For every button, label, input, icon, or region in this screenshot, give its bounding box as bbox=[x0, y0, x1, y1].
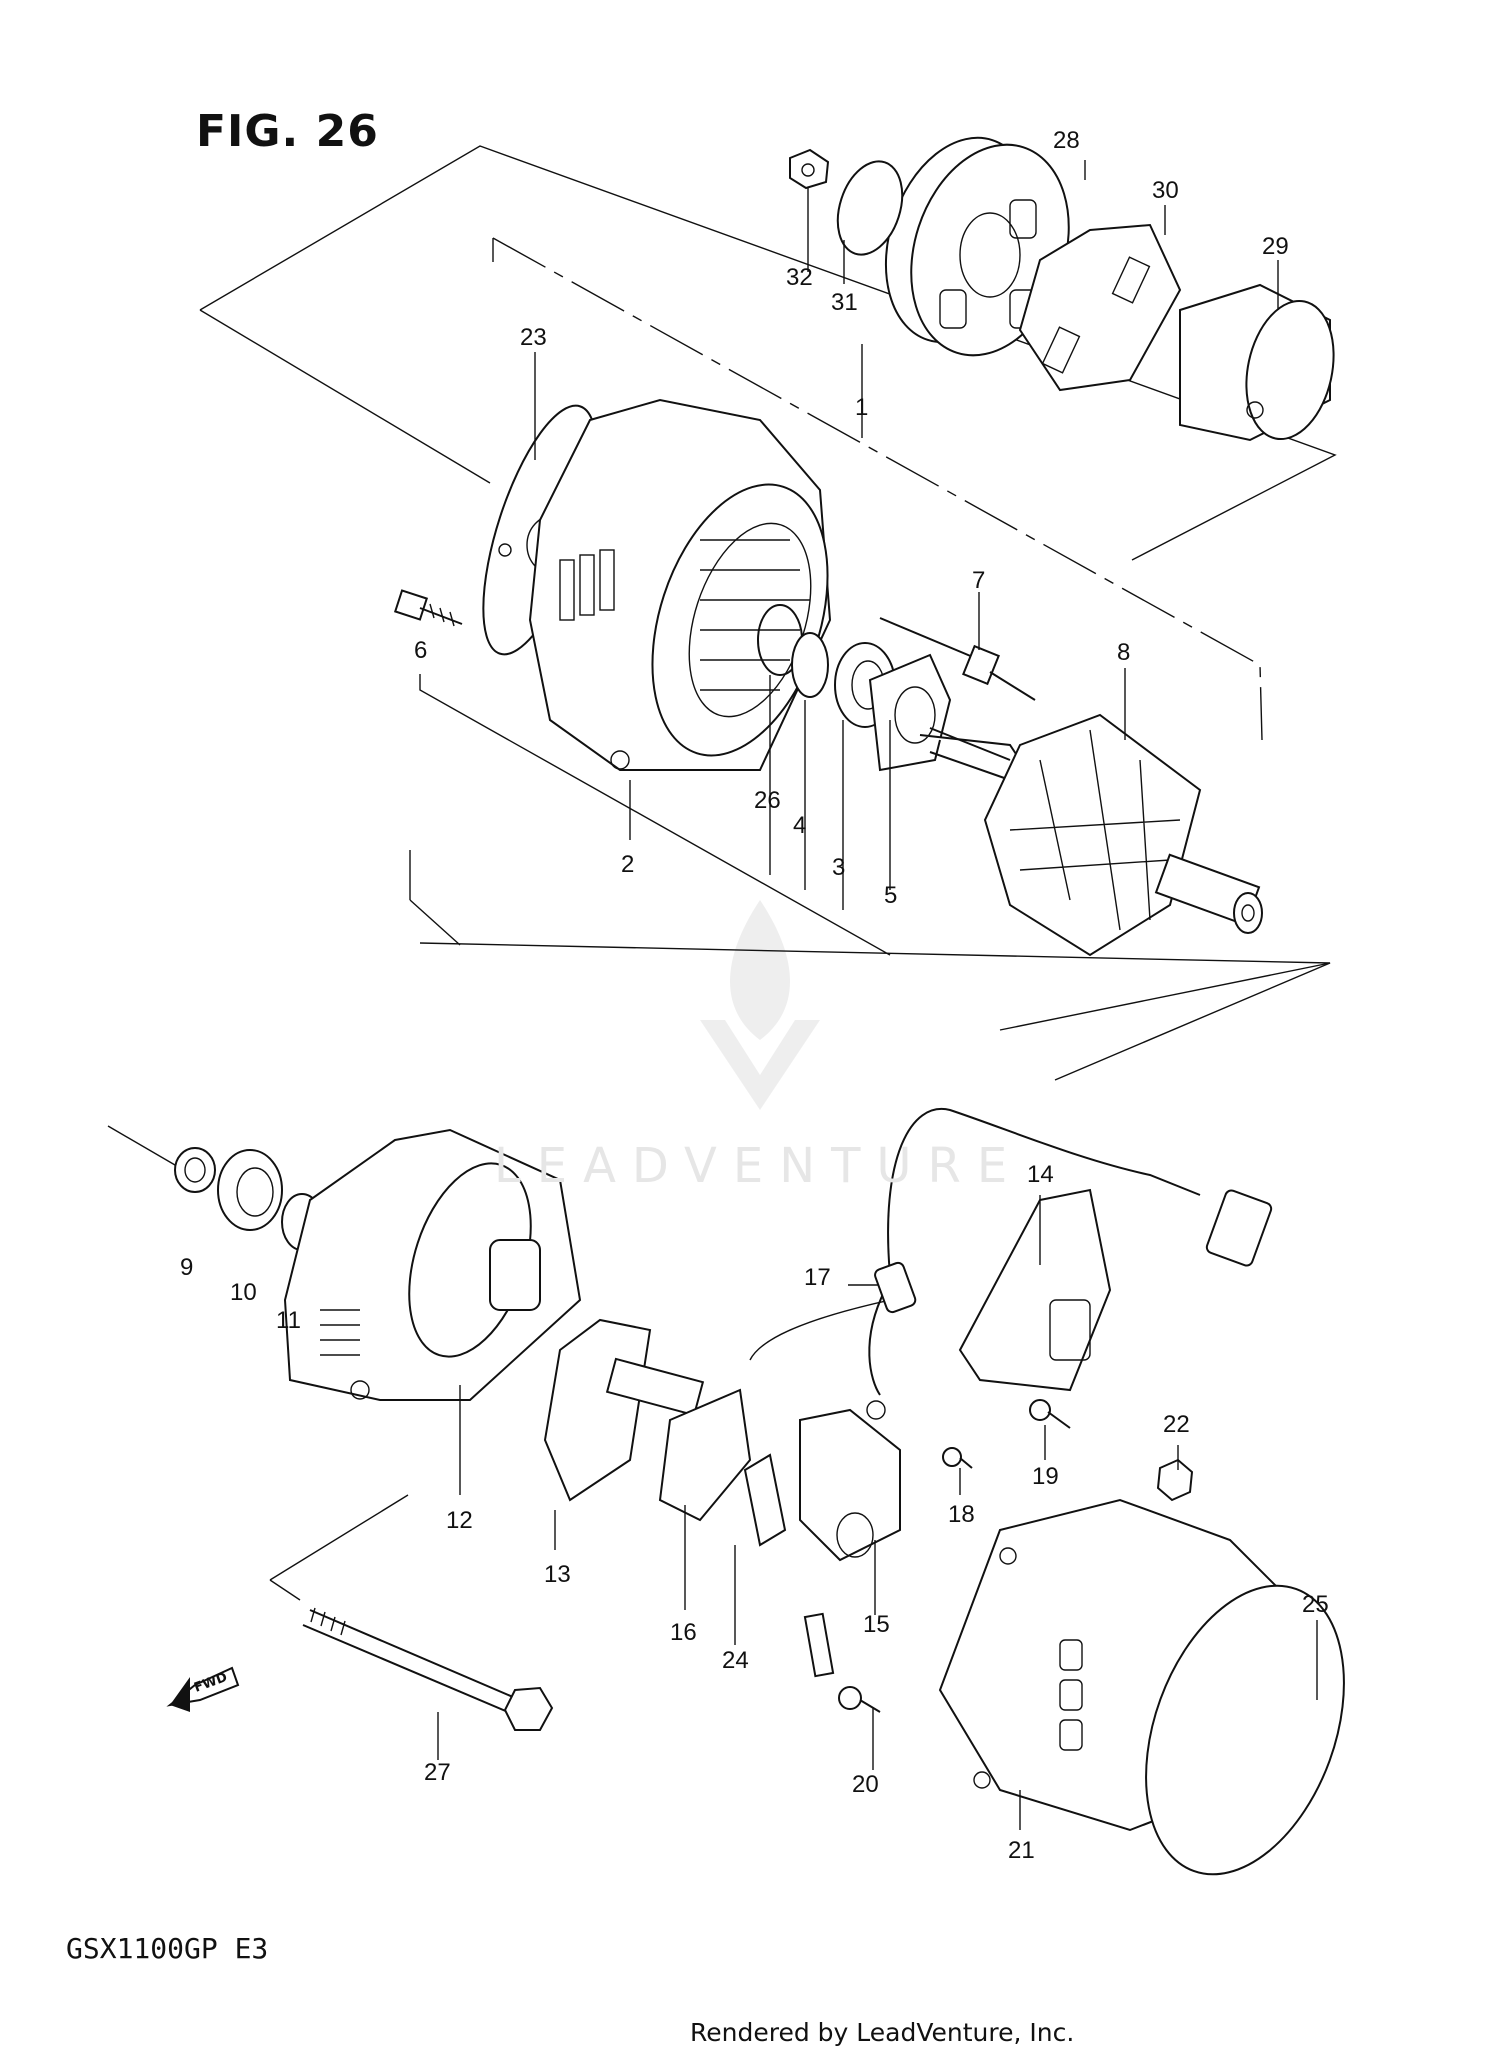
callout-26: 26 bbox=[754, 787, 781, 814]
fwd-arrow-icon: FWD bbox=[166, 1666, 240, 1712]
render-credit: Rendered by LeadVenture, Inc. bbox=[690, 2018, 1075, 2047]
screw-19 bbox=[1029, 1399, 1071, 1429]
watermark-text: LEADVENTURE bbox=[494, 1138, 1024, 1194]
nut-22 bbox=[1156, 1458, 1194, 1502]
watermark-logo bbox=[700, 900, 820, 1110]
wire-harness-17 bbox=[749, 1107, 1273, 1420]
cover-29 bbox=[1179, 283, 1335, 442]
nut-32 bbox=[789, 148, 830, 190]
callout-25: 25 bbox=[1302, 1591, 1329, 1618]
front-housing-12 bbox=[283, 1128, 582, 1401]
screw-18 bbox=[942, 1447, 973, 1469]
callout-9: 9 bbox=[180, 1254, 193, 1281]
callout-11: 11 bbox=[276, 1307, 301, 1334]
callout-31: 31 bbox=[831, 289, 858, 316]
callout-30: 30 bbox=[1152, 177, 1179, 204]
insulator-24 bbox=[743, 1453, 787, 1547]
bracket-piece bbox=[803, 1612, 835, 1678]
callout-28: 28 bbox=[1053, 127, 1080, 154]
damper-30 bbox=[1018, 223, 1182, 392]
callout-20: 20 bbox=[852, 1771, 879, 1798]
bolt-6 bbox=[393, 589, 463, 627]
callout-7: 7 bbox=[972, 567, 985, 594]
lower-alternator-assembly: FWD bbox=[107, 1107, 1345, 1876]
leader-lines bbox=[409, 160, 1318, 1830]
brush-plate-14 bbox=[958, 1188, 1112, 1392]
stator-26 bbox=[651, 483, 829, 757]
pulley-28 bbox=[884, 136, 1070, 357]
regulator-15 bbox=[799, 1408, 901, 1562]
callout-1: 1 bbox=[855, 394, 868, 421]
callout-15: 15 bbox=[863, 1611, 890, 1638]
callout-12: 12 bbox=[446, 1507, 473, 1534]
shaft-bolt-7 bbox=[879, 617, 1036, 701]
callout-16: 16 bbox=[670, 1619, 697, 1646]
cap-25 bbox=[1145, 1584, 1345, 1876]
screw-20 bbox=[838, 1686, 881, 1713]
callout-2: 2 bbox=[621, 851, 634, 878]
callout-27: 27 bbox=[424, 1759, 451, 1786]
upper-alternator-assembly bbox=[199, 136, 1337, 1081]
callout-23: 23 bbox=[520, 324, 547, 351]
callout-17: 17 bbox=[804, 1264, 831, 1291]
rectifier-13 bbox=[543, 1318, 705, 1502]
spacer-4 bbox=[791, 632, 829, 698]
callout-6: 6 bbox=[414, 637, 427, 664]
callout-19: 19 bbox=[1032, 1463, 1059, 1490]
callout-18: 18 bbox=[948, 1501, 975, 1528]
callout-24: 24 bbox=[722, 1647, 749, 1674]
figure-title: FIG. 26 bbox=[196, 106, 379, 157]
callout-13: 13 bbox=[544, 1561, 571, 1588]
rotor-8 bbox=[919, 713, 1263, 957]
model-code: GSX1100GP E3 bbox=[66, 1932, 269, 1965]
callout-29: 29 bbox=[1262, 233, 1289, 260]
callout-5: 5 bbox=[884, 882, 897, 909]
callout-labels: 1 2 3 4 5 6 7 8 9 10 11 12 13 14 15 16 1… bbox=[180, 127, 1329, 1864]
callout-21: 21 bbox=[1008, 1837, 1035, 1864]
callout-3: 3 bbox=[832, 854, 845, 881]
washer-31 bbox=[836, 160, 904, 256]
callout-22: 22 bbox=[1163, 1411, 1190, 1438]
washer-9 bbox=[174, 1147, 216, 1193]
callout-4: 4 bbox=[793, 812, 806, 839]
callout-10: 10 bbox=[230, 1279, 257, 1306]
through-bolt-27 bbox=[302, 1607, 554, 1731]
callout-32: 32 bbox=[786, 264, 813, 291]
callout-14: 14 bbox=[1027, 1161, 1054, 1188]
brush-holder-16 bbox=[658, 1388, 752, 1522]
callout-8: 8 bbox=[1117, 639, 1130, 666]
bearing-10 bbox=[217, 1149, 283, 1231]
